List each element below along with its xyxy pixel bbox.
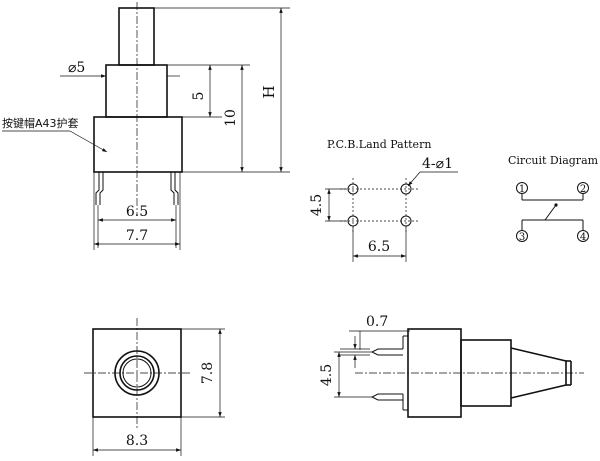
pin-3: 3 xyxy=(516,230,528,243)
circuit-title: Circuit Diagram xyxy=(508,154,599,167)
switch-pivot xyxy=(554,203,558,207)
pin-1-label: 1 xyxy=(519,184,525,195)
pcb-title: P.C.B.Land Pattern xyxy=(327,138,431,151)
callout-leader xyxy=(69,130,108,153)
upper-lead xyxy=(370,348,403,356)
pin-4-label: 4 xyxy=(580,232,586,243)
side-view: 0.7 4.5 xyxy=(319,314,584,418)
top-view: 7.8 8.3 xyxy=(84,318,225,456)
plunger xyxy=(118,7,155,66)
pcb-hole-4 xyxy=(400,215,412,227)
pin-2-label: 2 xyxy=(580,184,586,195)
button-outer-ring xyxy=(114,350,160,396)
lower-lead xyxy=(370,393,403,401)
right-lead xyxy=(170,172,179,205)
dim-h-label: H xyxy=(260,85,278,98)
switch-lever xyxy=(544,204,557,221)
pcb-hole-1 xyxy=(347,183,359,195)
pin-1: 1 xyxy=(516,182,528,195)
holes-leader xyxy=(407,171,421,187)
dim-10-label: 10 xyxy=(223,109,239,127)
pcb-hole-3 xyxy=(347,215,359,227)
holes-label: 4-⌀1 xyxy=(422,156,453,172)
left-lead xyxy=(95,172,104,205)
button-inner-ring xyxy=(122,358,152,388)
dim-8-3-label: 8.3 xyxy=(126,433,148,449)
pcb-land-pattern: P.C.B.Land Pattern 4-⌀1 4.5 6.5 xyxy=(309,138,458,262)
callout-label: 按键帽A43护套 xyxy=(2,116,79,130)
dim-6-5-label: 6.5 xyxy=(126,204,148,220)
button-mid-ring xyxy=(119,355,155,391)
dim-0-7-label: 0.7 xyxy=(366,314,388,330)
circuit-diagram: Circuit Diagram 1 2 3 4 xyxy=(508,154,599,243)
dim-7-8-label: 7.8 xyxy=(200,362,216,384)
pin-3-label: 3 xyxy=(519,232,525,243)
switch-body xyxy=(93,116,183,173)
dim-5-label: 5 xyxy=(191,92,207,101)
dia-5-label: ⌀5 xyxy=(68,60,85,76)
cap-neck xyxy=(105,64,168,118)
pcb-hole-2 xyxy=(400,183,412,195)
dim-7-7-label: 7.7 xyxy=(126,228,148,244)
pcb-dim-4-5-label: 4.5 xyxy=(309,194,325,216)
side-dim-4-5-label: 4.5 xyxy=(319,364,335,386)
pin-4: 4 xyxy=(577,230,589,243)
pcb-dim-6-5-label: 6.5 xyxy=(368,239,390,255)
pin-2: 2 xyxy=(577,182,589,195)
front-view: ⌀5 5 10 H 按键帽A43护套 6.5 7.7 xyxy=(2,2,290,250)
